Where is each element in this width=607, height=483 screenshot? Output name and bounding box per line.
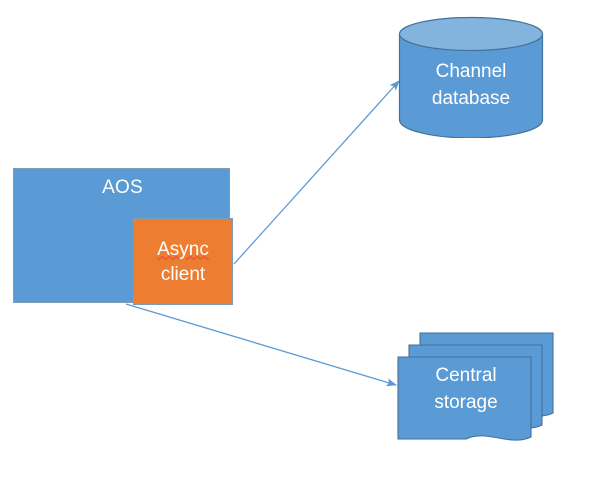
document-layer-front	[397, 356, 532, 441]
node-channel-database[interactable]: Channel database	[398, 16, 544, 138]
node-aos-label: AOS	[102, 177, 143, 198]
cylinder-body	[398, 33, 544, 138]
connector-async-to-database	[233, 80, 400, 265]
cylinder-top-ellipse	[398, 16, 544, 52]
node-async-client-label-line2: client	[160, 263, 206, 285]
connector-aos-to-storage	[125, 303, 397, 387]
node-central-storage[interactable]: Central storage	[396, 330, 558, 452]
node-async-client-label-line1: Async	[157, 238, 209, 260]
node-async-client[interactable]: Async client	[133, 218, 233, 305]
